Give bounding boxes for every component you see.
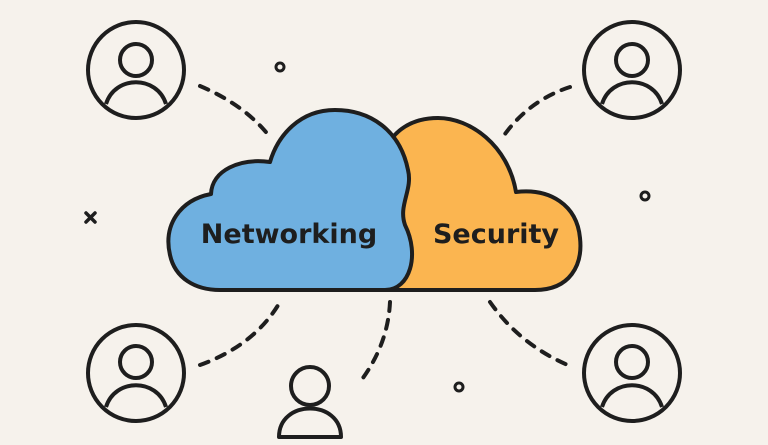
security-label: Security	[433, 219, 559, 250]
connector-bottom-right	[488, 300, 572, 368]
connector-bottom-left	[198, 300, 282, 367]
decor-dot-icon	[453, 381, 465, 393]
user-bottom-center-icon	[277, 365, 343, 439]
decor-dot-icon	[639, 190, 651, 202]
user-top-left-icon	[86, 20, 186, 120]
security-cloud	[383, 116, 583, 292]
user-top-right-icon	[582, 20, 682, 120]
connector-top-left	[198, 84, 272, 139]
user-bottom-right-icon	[582, 323, 682, 423]
decor-x-icon	[84, 211, 97, 224]
networking-cloud	[166, 108, 415, 292]
networking-label: Networking	[201, 219, 377, 250]
decor-dot-icon	[274, 61, 286, 73]
user-bottom-left-icon	[86, 323, 186, 423]
connector-bottom-center	[358, 300, 392, 384]
connector-top-right	[503, 85, 572, 136]
